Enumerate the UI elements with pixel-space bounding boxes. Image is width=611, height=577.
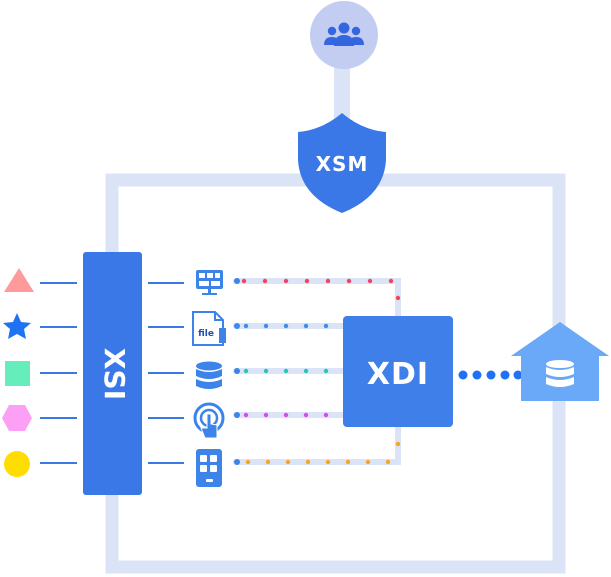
circle-icon (4, 451, 30, 477)
xdi-box: XDI (343, 316, 453, 427)
house-database-icon (511, 322, 609, 401)
triangle-icon (4, 268, 34, 292)
star-icon (3, 313, 31, 339)
dashboard-icon (196, 270, 223, 295)
pipelines (233, 278, 401, 465)
source-shapes (2, 268, 34, 477)
xdi-to-house-connector (458, 370, 523, 380)
file-icon: file (192, 311, 226, 346)
pipeline-row-5 (234, 441, 401, 465)
database-icon (196, 361, 222, 389)
xsi-label: XSI (98, 348, 131, 400)
connector-icons: file (192, 270, 226, 487)
xsi-bar: XSI (83, 252, 142, 495)
xdi-label: XDI (367, 357, 429, 392)
hexagon-icon (2, 405, 32, 431)
square-icon (5, 361, 30, 386)
users-node (310, 1, 378, 69)
xsm-shield: XSM (298, 113, 386, 213)
touch-icon (193, 402, 225, 439)
pipeline-row-1 (234, 278, 401, 301)
xsm-label: XSM (316, 152, 369, 176)
xsi-lines (148, 282, 184, 464)
tablet-icon (196, 449, 222, 487)
source-lines (40, 282, 77, 464)
pipeline-row-4 (234, 412, 329, 418)
users-group-icon (324, 22, 364, 46)
pipeline-row-2 (234, 323, 329, 329)
users-stem (334, 60, 350, 132)
pipeline-row-3 (234, 368, 329, 374)
file-icon-label: file (198, 329, 214, 339)
